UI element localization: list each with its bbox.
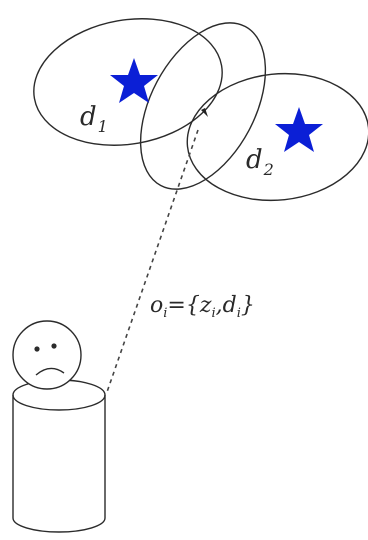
landmark-2-label: d2 [246, 145, 274, 179]
robot [12, 320, 106, 533]
landmark-1-label: d1 [80, 102, 108, 136]
landmark-2-star-icon [275, 107, 323, 152]
observation-close: } [241, 293, 255, 318]
observation-d: d [223, 293, 237, 318]
observation-arrow-icon [201, 108, 208, 117]
observation-comma: , [216, 293, 223, 318]
observation-var-sub: i [163, 306, 167, 321]
landmark-1-label-main: d [80, 102, 97, 132]
robot-body [12, 395, 106, 533]
landmark-1-star-icon [110, 58, 158, 103]
landmark-2-region [186, 72, 368, 202]
landmark-2-label-sub: 2 [263, 160, 274, 179]
observation-eq: ={ [167, 293, 199, 318]
observation-var: o [150, 293, 163, 318]
landmark-1-region [33, 18, 223, 146]
landmark-2-label-main: d [246, 145, 263, 175]
observation-equation: oi={zi,di} [150, 293, 255, 321]
robot-left-eye [34, 346, 40, 352]
landmark-1-label-sub: 1 [98, 117, 108, 136]
observation-uncertainty-ellipse [139, 22, 267, 190]
observation-line [106, 129, 199, 393]
robot-right-eye [51, 343, 57, 349]
observation-z: z [199, 293, 212, 318]
robot-frown [35, 367, 65, 376]
observation-d-sub: i [237, 306, 241, 321]
observation-z-sub: i [211, 306, 215, 321]
robot-head [12, 320, 82, 390]
